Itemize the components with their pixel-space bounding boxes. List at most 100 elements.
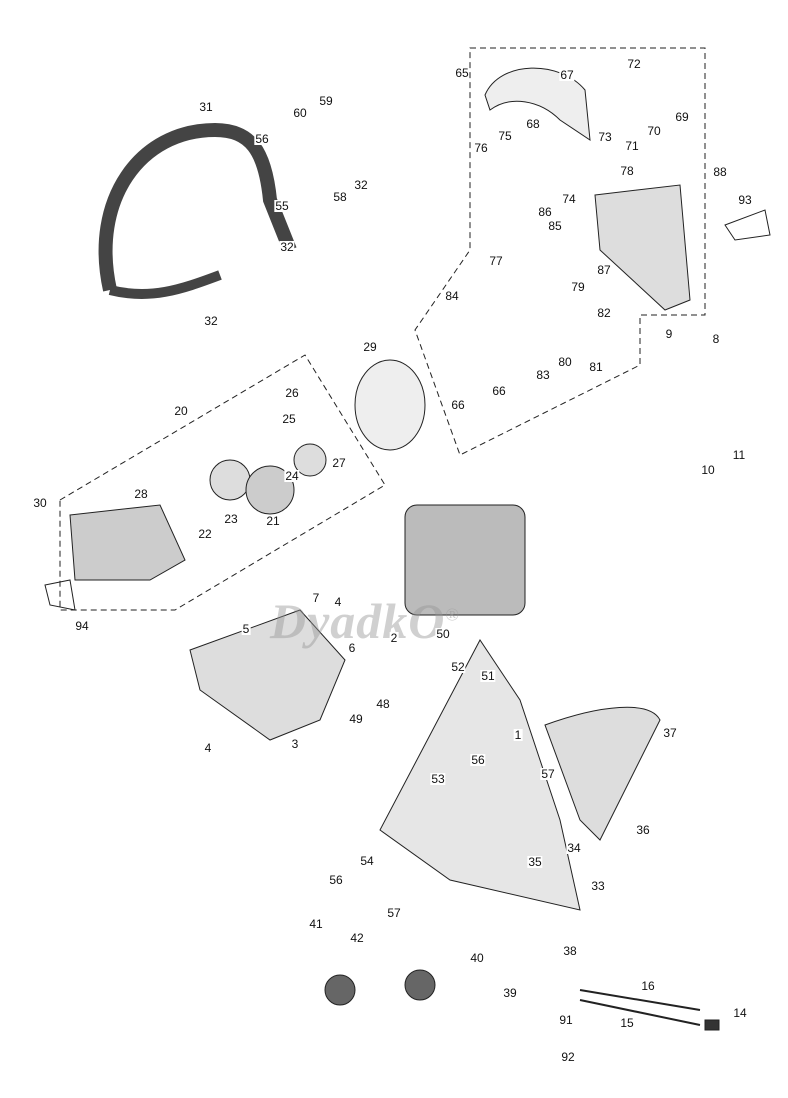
- part-number-label: 56: [328, 873, 344, 887]
- part-number-label: 83: [535, 368, 551, 382]
- fan-housing: [354, 359, 426, 451]
- part-number-label: 9: [664, 327, 674, 341]
- part-number-label: 32: [279, 240, 295, 254]
- part-number-label: 55: [274, 199, 290, 213]
- part-number-label: 87: [596, 263, 612, 277]
- part-number-label: 28: [133, 487, 149, 501]
- decal-94: [44, 579, 76, 611]
- part-number-label: 67: [559, 68, 575, 82]
- part-number-label: 53: [430, 772, 446, 786]
- part-number-label: 2: [389, 631, 399, 645]
- clutch-cover: [594, 184, 691, 311]
- part-number-label: 78: [619, 164, 635, 178]
- engine-cylinder: [404, 504, 526, 616]
- part-number-label: 57: [386, 906, 402, 920]
- part-number-label: 4: [203, 741, 213, 755]
- part-number-label: 15: [619, 1016, 635, 1030]
- part-number-label: 34: [566, 841, 582, 855]
- part-number-label: 33: [590, 879, 606, 893]
- part-number-label: 66: [450, 398, 466, 412]
- fuel-cap: [324, 974, 356, 1006]
- part-number-label: 52: [450, 660, 466, 674]
- part-number-label: 79: [570, 280, 586, 294]
- starter-cover: [69, 504, 186, 581]
- part-number-label: 3: [290, 737, 300, 751]
- part-number-label: 51: [480, 669, 496, 683]
- part-number-label: 29: [362, 340, 378, 354]
- part-number-label: 57: [540, 767, 556, 781]
- part-number-label: 22: [197, 527, 213, 541]
- part-number-label: 82: [596, 306, 612, 320]
- part-number-label: 7: [311, 591, 321, 605]
- part-number-label: 66: [491, 384, 507, 398]
- part-number-label: 21: [265, 514, 281, 528]
- part-number-label: 4: [333, 595, 343, 609]
- part-number-label: 40: [469, 951, 485, 965]
- part-number-label: 39: [502, 986, 518, 1000]
- part-number-label: 11: [731, 448, 747, 462]
- rear-handle: [379, 639, 581, 911]
- part-number-label: 84: [444, 289, 460, 303]
- part-number-label: 86: [537, 205, 553, 219]
- part-number-label: 94: [74, 619, 90, 633]
- part-number-label: 35: [527, 855, 543, 869]
- part-number-label: 76: [473, 141, 489, 155]
- part-number-label: 69: [674, 110, 690, 124]
- part-number-label: 56: [470, 753, 486, 767]
- part-number-label: 25: [281, 412, 297, 426]
- part-number-label: 1: [513, 728, 523, 742]
- part-number-label: 38: [562, 944, 578, 958]
- crankcase: [189, 609, 346, 741]
- part-number-label: 70: [646, 124, 662, 138]
- part-number-label: 77: [488, 254, 504, 268]
- part-number-label: 5: [241, 622, 251, 636]
- part-number-label: 73: [597, 130, 613, 144]
- front-handle: [98, 122, 297, 292]
- group-outline-20: [59, 354, 386, 611]
- part-number-label: 42: [349, 931, 365, 945]
- part-number-label: 85: [547, 219, 563, 233]
- part-number-label: 20: [173, 404, 189, 418]
- part-number-label: 31: [198, 100, 214, 114]
- group-outline-65: [414, 47, 706, 456]
- part-number-label: 32: [353, 178, 369, 192]
- part-number-label: 6: [347, 641, 357, 655]
- part-number-label: 50: [435, 627, 451, 641]
- part-number-label: 32: [203, 314, 219, 328]
- part-number-label: 8: [711, 332, 721, 346]
- part-number-label: 72: [626, 57, 642, 71]
- part-number-label: 65: [454, 66, 470, 80]
- chain-brake-handle: [484, 67, 591, 142]
- part-number-label: 74: [561, 192, 577, 206]
- part-number-label: 80: [557, 355, 573, 369]
- part-number-label: 36: [635, 823, 651, 837]
- decal-93: [724, 209, 771, 241]
- part-number-label: 10: [700, 463, 716, 477]
- part-number-label: 56: [254, 132, 270, 146]
- part-number-label: 41: [308, 917, 324, 931]
- part-number-label: 26: [284, 386, 300, 400]
- part-number-label: 54: [359, 854, 375, 868]
- part-number-label: 59: [318, 94, 334, 108]
- part-number-label: 68: [525, 117, 541, 131]
- part-number-label: 91: [558, 1013, 574, 1027]
- part-number-label: 93: [737, 193, 753, 207]
- top-cover: [544, 706, 661, 841]
- part-number-label: 24: [284, 469, 300, 483]
- part-number-label: 71: [624, 139, 640, 153]
- part-number-label: 30: [32, 496, 48, 510]
- part-number-label: 27: [331, 456, 347, 470]
- part-number-label: 48: [375, 697, 391, 711]
- oil-cap: [404, 969, 436, 1001]
- wire-harness: [579, 989, 701, 1026]
- watermark-logo: DyadkO®: [270, 593, 461, 649]
- part-number-label: 92: [560, 1050, 576, 1064]
- part-number-label: 81: [588, 360, 604, 374]
- part-number-label: 60: [292, 106, 308, 120]
- part-number-label: 58: [332, 190, 348, 204]
- part-number-label: 23: [223, 512, 239, 526]
- part-number-label: 75: [497, 129, 513, 143]
- part-number-label: 88: [712, 165, 728, 179]
